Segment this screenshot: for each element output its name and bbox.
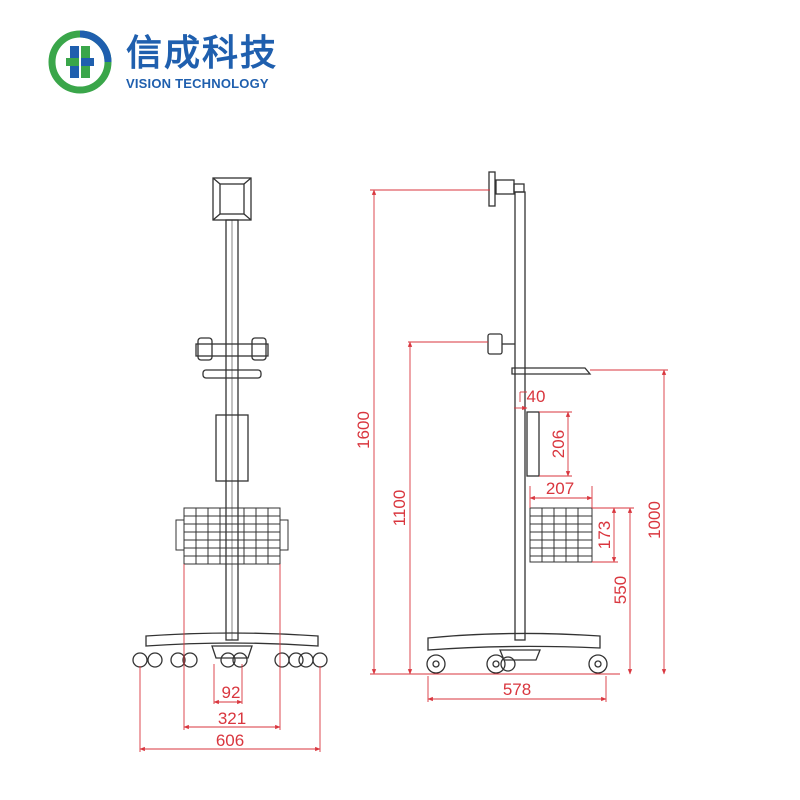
shelf (202, 369, 262, 379)
storage-box (215, 414, 249, 482)
side-pole (514, 191, 526, 641)
dim-basket-mount-height: 550 (611, 576, 630, 604)
side-casters (426, 654, 608, 674)
dim-base-depth: 578 (503, 680, 531, 699)
brand-name-en: VISION TECHNOLOGY (126, 76, 269, 91)
front-casters (132, 652, 328, 668)
side-vesa-mount (488, 171, 525, 207)
side-storage-box (526, 411, 540, 477)
side-shelf (511, 367, 592, 375)
brand-mark-icon (48, 30, 112, 94)
dim-front-basket-width: 321 (218, 709, 246, 728)
monitor-holder-bar (195, 337, 269, 361)
five-star-base (145, 632, 319, 659)
wire-basket (175, 507, 289, 565)
dim-monitor-mount-height: 1100 (390, 490, 409, 527)
side-dimension-labels: 1600 1100 1000 40 206 207 173 550 578 (354, 387, 664, 699)
brand-name-cn: 信成科技 (126, 33, 279, 74)
brand-logo: 信成科技 VISION TECHNOLOGY (48, 30, 308, 100)
front-dimension-labels: 92 321 606 (216, 683, 246, 750)
dim-box-height: 206 (549, 430, 568, 458)
side-dimensions (370, 189, 668, 702)
dim-shelf-to-box: 40 (527, 387, 546, 406)
dim-side-basket-width: 207 (546, 479, 574, 498)
front-view (132, 177, 328, 668)
side-monitor-holder (487, 333, 515, 355)
vesa-mount-plate (212, 177, 252, 221)
dim-total-height: 1600 (354, 411, 373, 449)
dim-base-width: 606 (216, 731, 244, 750)
side-base (427, 632, 601, 661)
side-wire-basket (529, 507, 593, 563)
front-dimensions (139, 564, 321, 752)
dim-shelf-height: 1000 (645, 501, 664, 539)
dim-basket-height: 173 (595, 521, 614, 549)
side-view (426, 171, 608, 674)
dim-caster-spacing: 92 (222, 683, 241, 702)
